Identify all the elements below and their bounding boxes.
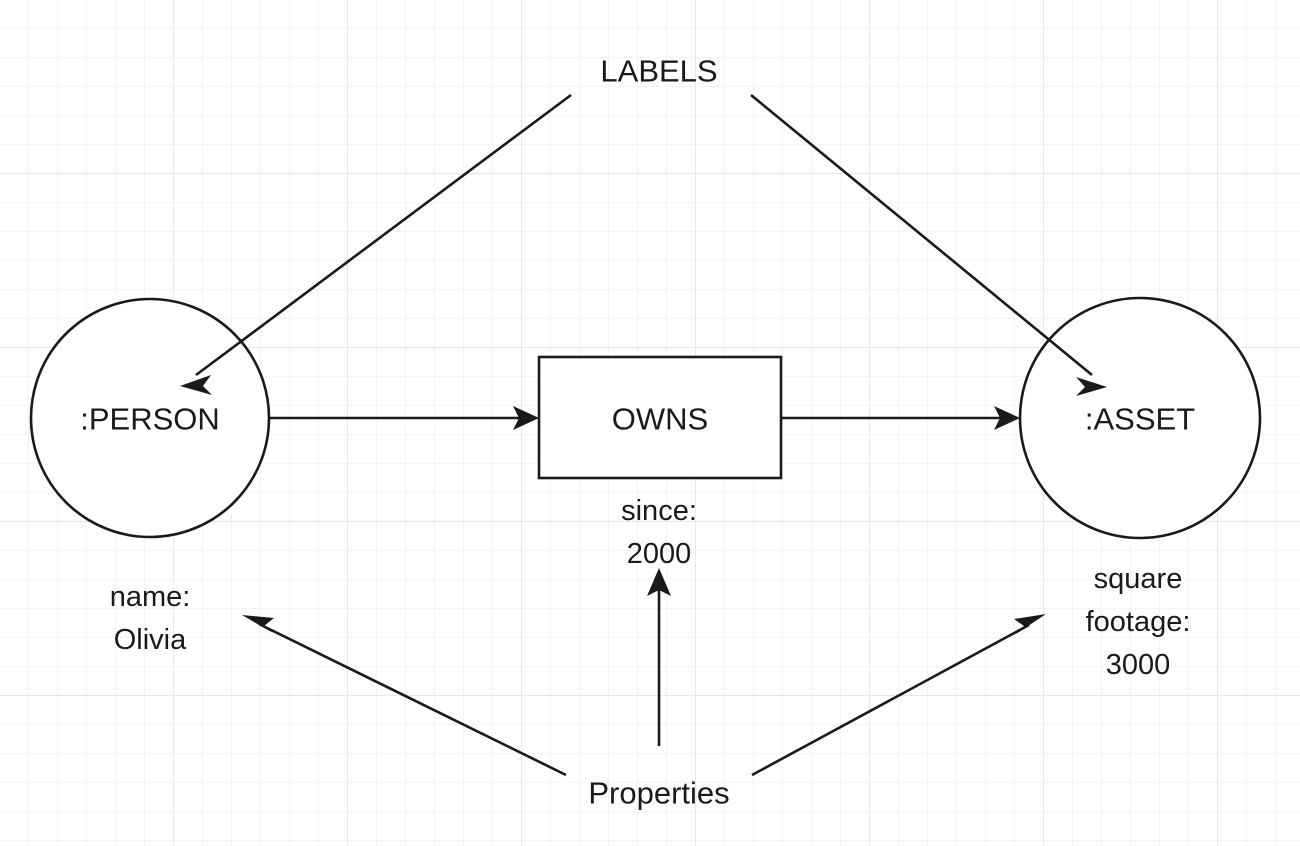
asset-property-key-line2: footage: (1085, 606, 1191, 638)
edge-person-to-owns[interactable] (270, 406, 539, 430)
edge-labels-to-person[interactable] (180, 93, 572, 395)
asset-property-key-line1: square (1093, 563, 1183, 595)
edge-properties-to-asset-properties[interactable] (751, 614, 1046, 777)
edge-labels-to-asset[interactable] (750, 93, 1107, 396)
owns-properties-block: since: 2000 (621, 490, 697, 576)
person-properties-block: name: Olivia (110, 576, 191, 662)
owns-property-key: since: (621, 495, 697, 527)
person-node-label: :PERSON (80, 401, 220, 437)
person-property-value: Olivia (113, 624, 187, 656)
asset-property-value: 3000 (1105, 649, 1171, 681)
owns-relationship-label: OWNS (611, 401, 709, 437)
edge-properties-to-owns-properties[interactable] (647, 568, 671, 746)
asset-properties-block: square footage: 3000 (1086, 558, 1191, 687)
asset-node-label: :ASSET (1084, 401, 1196, 437)
owns-property-value: 2000 (626, 538, 692, 570)
person-property-key: name: (109, 581, 191, 613)
person-node-circle[interactable] (29, 297, 271, 539)
owns-relationship-box[interactable] (537, 355, 783, 480)
edge-owns-to-asset[interactable] (781, 406, 1020, 430)
properties-callout-label: Properties (588, 775, 730, 811)
labels-callout-label: LABELS (600, 53, 718, 89)
edge-properties-to-person-properties[interactable] (242, 615, 567, 777)
